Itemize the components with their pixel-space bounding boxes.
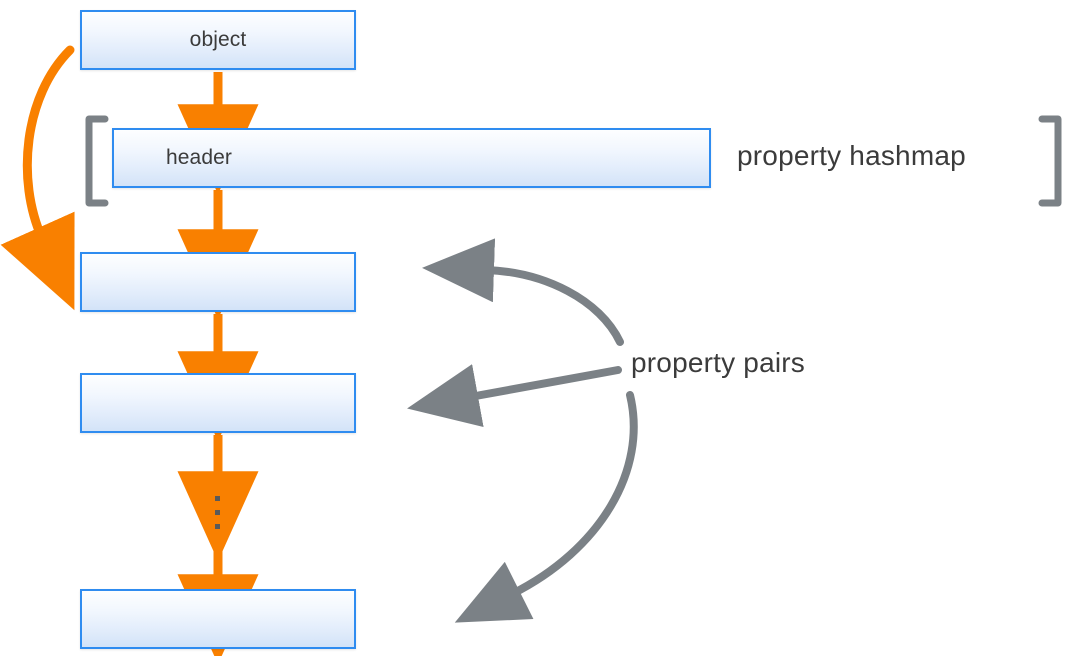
header-box[interactable]: header [112,128,711,188]
property-pair-box-1[interactable] [80,252,356,312]
gray-arrow-pairs-to-pair-2 [407,364,622,428]
orange-curved-arrow-object-to-pairs [0,45,75,311]
property-pairs-label: property pairs [631,347,805,378]
gray-arrow-pairs-to-pair-3 [454,391,638,623]
hashmap-bracket-right [1038,115,1062,207]
vertical-ellipsis-dots [215,496,220,529]
hashmap-bracket-left [85,115,109,207]
property-pair-box-2[interactable] [80,373,356,433]
property-pair-box-3[interactable] [80,589,356,649]
property-hashmap-label: property hashmap [737,140,966,171]
object-box[interactable]: object [80,10,356,70]
header-box-label: header [166,146,232,169]
gray-arrow-pairs-to-pair-1 [422,238,624,346]
object-box-label: object [189,28,247,51]
